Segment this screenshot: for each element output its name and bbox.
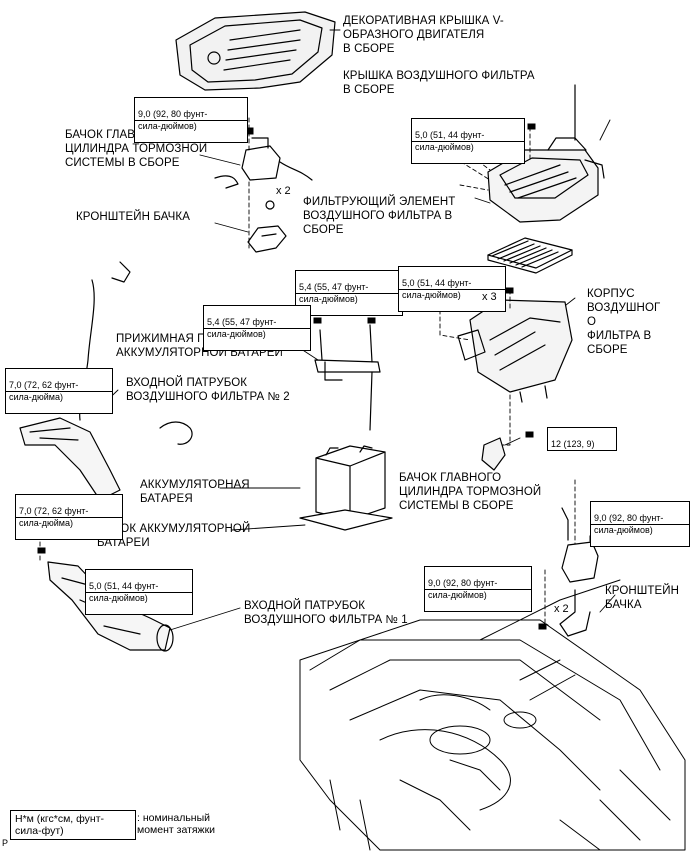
filter-element-drawing [487,237,573,274]
torque-box-1: 9,0 (92, 80 фунт- сила-дюймов) [134,97,248,143]
torque-unit: сила-дюймов) [591,524,689,535]
torque-value: 5,0 (51, 44 фунт- [89,581,159,591]
label-battery: АККУМУЛЯТОРНАЯ БАТАРЕЯ [140,479,250,505]
multiplier-x2-top: x 2 [276,185,291,197]
torque-box-7: 12 (123, 9) [547,427,617,451]
label-inlet-1: ВХОДНОЙ ПАТРУБОК ВОЗДУШНОГО ФИЛЬТРА № 1 [244,600,408,626]
air-filter-case-drawing [397,289,573,403]
bracket-lower-drawing [481,437,506,471]
torque-box-10: 5,0 (51, 44 фунт- сила-дюймов) [85,569,193,615]
label-air-filter-cover: КРЫШКА ВОЗДУШНОГО ФИЛЬТРА В СБОРЕ [343,70,535,96]
battery-drawing [299,445,393,531]
torque-value: 9,0 (92, 80 фунт- [138,109,208,119]
label-filter-element: ФИЛЬТРУЮЩИЙ ЭЛЕМЕНТ ВОЗДУШНОГО ФИЛЬТРА В… [303,196,456,236]
legend-torque-box: Н*м (кгс*см, фунт- сила-фут) [10,810,136,840]
torque-box-3: 5,4 (55, 47 фунт- сила-дюймов) [295,270,403,316]
torque-box-6: 7,0 (72, 62 фунт- сила-дюйма) [5,368,113,414]
label-engine-cover: ДЕКОРАТИВНАЯ КРЫШКА V- ОБРАЗНОГО ДВИГАТЕ… [343,15,504,55]
reservoir-bracket-top-drawing [247,181,287,253]
torque-value: 9,0 (92, 80 фунт- [594,513,664,523]
corner-mark: P [2,838,9,848]
torque-value: 5,0 (51, 44 фунт- [402,278,472,288]
torque-unit: сила-дюйма) [16,517,122,528]
multiplier-x2-bottom: x 2 [554,603,569,615]
torque-value: 7,0 (72, 62 фунт- [19,506,89,516]
label-reservoir-bracket-top: КРОНШТЕЙН БАЧКА [76,211,190,223]
torque-value: 12 (123, 9) [551,439,595,449]
battery-clamp-drawing [314,324,381,431]
torque-box-2: 5,0 (51, 44 фунт- сила-дюймов) [411,118,525,164]
torque-unit: сила-дюймов) [296,293,402,304]
torque-unit: сила-дюйма) [6,391,112,402]
torque-value: 5,4 (55, 47 фунт- [207,317,277,327]
label-inlet-2: ВХОДНОЙ ПАТРУБОК ВОЗДУШНОГО ФИЛЬТРА № 2 [126,377,290,403]
vehicle-drawing [299,579,686,851]
label-reservoir-bracket-bottom: КРОНШТЕЙН БАЧКА [605,585,680,611]
torque-unit: сила-дюймов) [399,289,505,300]
torque-box-4: 5,0 (51, 44 фунт- сила-дюймов) [398,266,506,312]
torque-value: 9,0 (92, 80 фунт- [428,578,498,588]
torque-value: 5,4 (55, 47 фунт- [299,282,369,292]
label-brake-reservoir-bottom: БАЧОК ГЛАВНОГО ЦИЛИНДРА ТОРМОЗНОЙ СИСТЕМ… [399,472,542,512]
torque-unit: сила-дюймов) [86,592,192,603]
torque-box-9: 9,0 (92, 80 фунт- сила-дюймов) [590,501,690,547]
torque-unit: сила-дюймов) [204,328,310,339]
legend-description: : номинальный момент затяжки [137,812,216,836]
torque-box-11: 9,0 (92, 80 фунт- сила-дюймов) [424,566,532,612]
label-air-filter-case: КОРПУС ВОЗДУШНОГ О ФИЛЬТРА В СБОРЕ [587,288,661,356]
label-brake-reservoir-top: БАЧОК ГЛАВНОГО ЦИЛИНДРА ТОРМОЗНОЙ СИСТЕМ… [65,129,208,169]
torque-box-5: 5,4 (55, 47 фунт- сила-дюймов) [203,305,311,351]
torque-unit: сила-дюймов) [412,141,524,152]
torque-unit: сила-дюймов) [425,589,531,600]
torque-value: 5,0 (51, 44 фунт- [415,130,485,140]
multiplier-x3: x 3 [482,291,497,303]
torque-box-8: 7,0 (72, 62 фунт- сила-дюйма) [15,494,123,540]
air-filter-cover-drawing [487,84,605,223]
engine-cover-drawing [175,11,336,91]
torque-unit: сила-дюймов) [135,120,247,131]
torque-value: 7,0 (72, 62 фунт- [9,380,79,390]
